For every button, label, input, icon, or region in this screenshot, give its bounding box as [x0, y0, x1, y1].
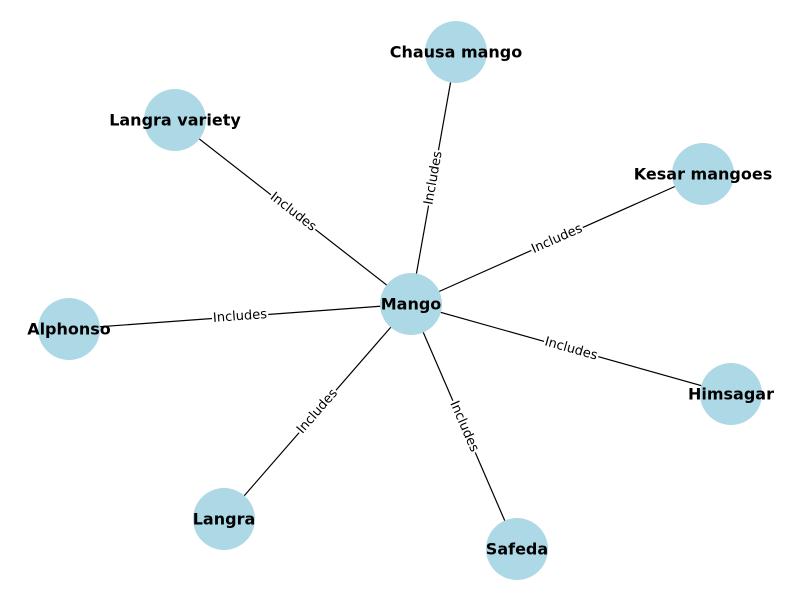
node-circle	[38, 298, 100, 360]
node-langra: Langra	[193, 488, 256, 550]
edge-label-bg	[527, 219, 587, 259]
node-kesar: Kesar mangoes	[634, 143, 772, 205]
node-label: Langra variety	[109, 111, 241, 130]
node-safeda: Safeda	[486, 518, 548, 580]
node-label: Safeda	[486, 540, 548, 559]
edge-label-text: Includes	[294, 386, 341, 437]
node-circle	[700, 363, 762, 425]
node-chausa: Chausa mango	[390, 21, 523, 83]
edge-label-alphonso: Includes	[211, 305, 269, 328]
edge-label-text: Includes	[543, 334, 599, 363]
node-circle	[486, 518, 548, 580]
node-circle	[193, 488, 255, 550]
node-label: Chausa mango	[390, 43, 523, 62]
edge-label-bg	[265, 188, 321, 237]
edge-label-langra: Includes	[292, 384, 343, 439]
node-mango: Mango	[380, 273, 442, 335]
node-circle	[425, 21, 487, 83]
node-label: Himsagar	[688, 385, 774, 404]
edge-label-langra-variety: Includes	[265, 188, 321, 237]
edge-label-text: Includes	[267, 189, 319, 234]
node-circle	[672, 143, 734, 205]
node-label: Langra	[193, 510, 256, 529]
edge-label-text: Includes	[212, 307, 267, 326]
node-circle	[144, 89, 206, 151]
edge-label-himsagar: Includes	[541, 333, 601, 365]
node-alphonso: Alphonso	[27, 298, 111, 360]
node-label: Kesar mangoes	[634, 165, 772, 184]
edge-label-bg	[292, 384, 343, 439]
edge-label-bg	[541, 333, 601, 365]
edge-label-bg	[211, 305, 269, 328]
node-label: Alphonso	[27, 320, 111, 339]
edge-label-chausa: Includes	[420, 148, 447, 208]
edge-label-bg	[445, 397, 484, 456]
node-langra-variety: Langra variety	[109, 89, 241, 151]
edge-label-bg	[420, 148, 447, 208]
node-label: Mango	[381, 295, 442, 314]
node-himsagar: Himsagar	[688, 363, 774, 425]
edge-label-kesar: Includes	[527, 219, 587, 259]
node-circle	[380, 273, 442, 335]
edge-label-safeda: Includes	[445, 397, 484, 456]
